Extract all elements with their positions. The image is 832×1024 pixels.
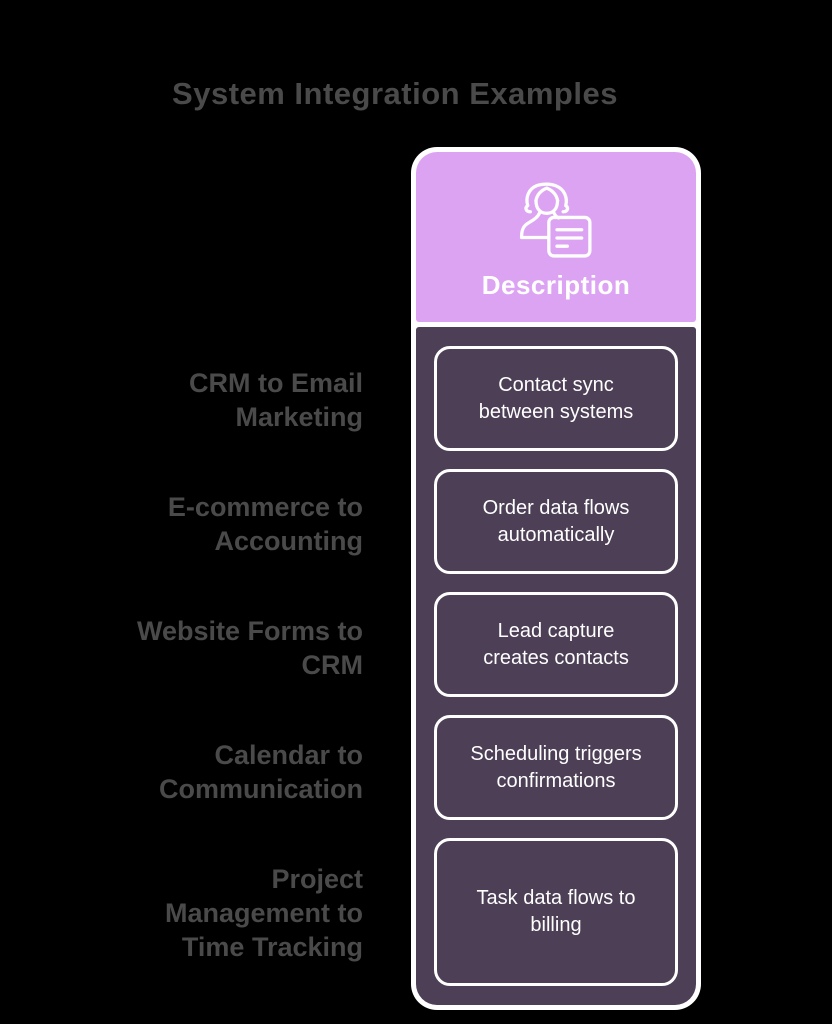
column-header: Description bbox=[416, 152, 696, 322]
page-title: System Integration Examples bbox=[172, 76, 618, 111]
row-label-crm-to-email-marketing: CRM to Email Marketing bbox=[188, 367, 363, 432]
column-header-label: Description bbox=[481, 270, 631, 300]
row-label-ecommerce-to-accounting: E-commerce to Accounting bbox=[167, 491, 363, 556]
description-column-card: Description Contact sync between systems… bbox=[411, 147, 701, 1010]
row-label-calendar-to-communication: Calendar to Communication bbox=[158, 739, 363, 804]
row-label-project-management-to-time-tracking: Project Management to Time Tracking bbox=[164, 864, 363, 962]
description-cell-contact-sync: Contact sync between systems bbox=[434, 346, 678, 451]
description-cell-lead-capture: Lead capture creates contacts bbox=[434, 592, 678, 697]
column-body: Contact sync between systems Order data … bbox=[416, 327, 696, 1005]
row-label-website-forms-to-crm: Website Forms to CRM bbox=[136, 615, 363, 680]
person-document-icon bbox=[519, 182, 592, 258]
description-cell-scheduling: Scheduling triggers confirmations bbox=[434, 715, 678, 820]
description-cell-order-data: Order data flows automatically bbox=[434, 469, 678, 574]
description-cell-task-data: Task data flows to billing bbox=[434, 838, 678, 986]
